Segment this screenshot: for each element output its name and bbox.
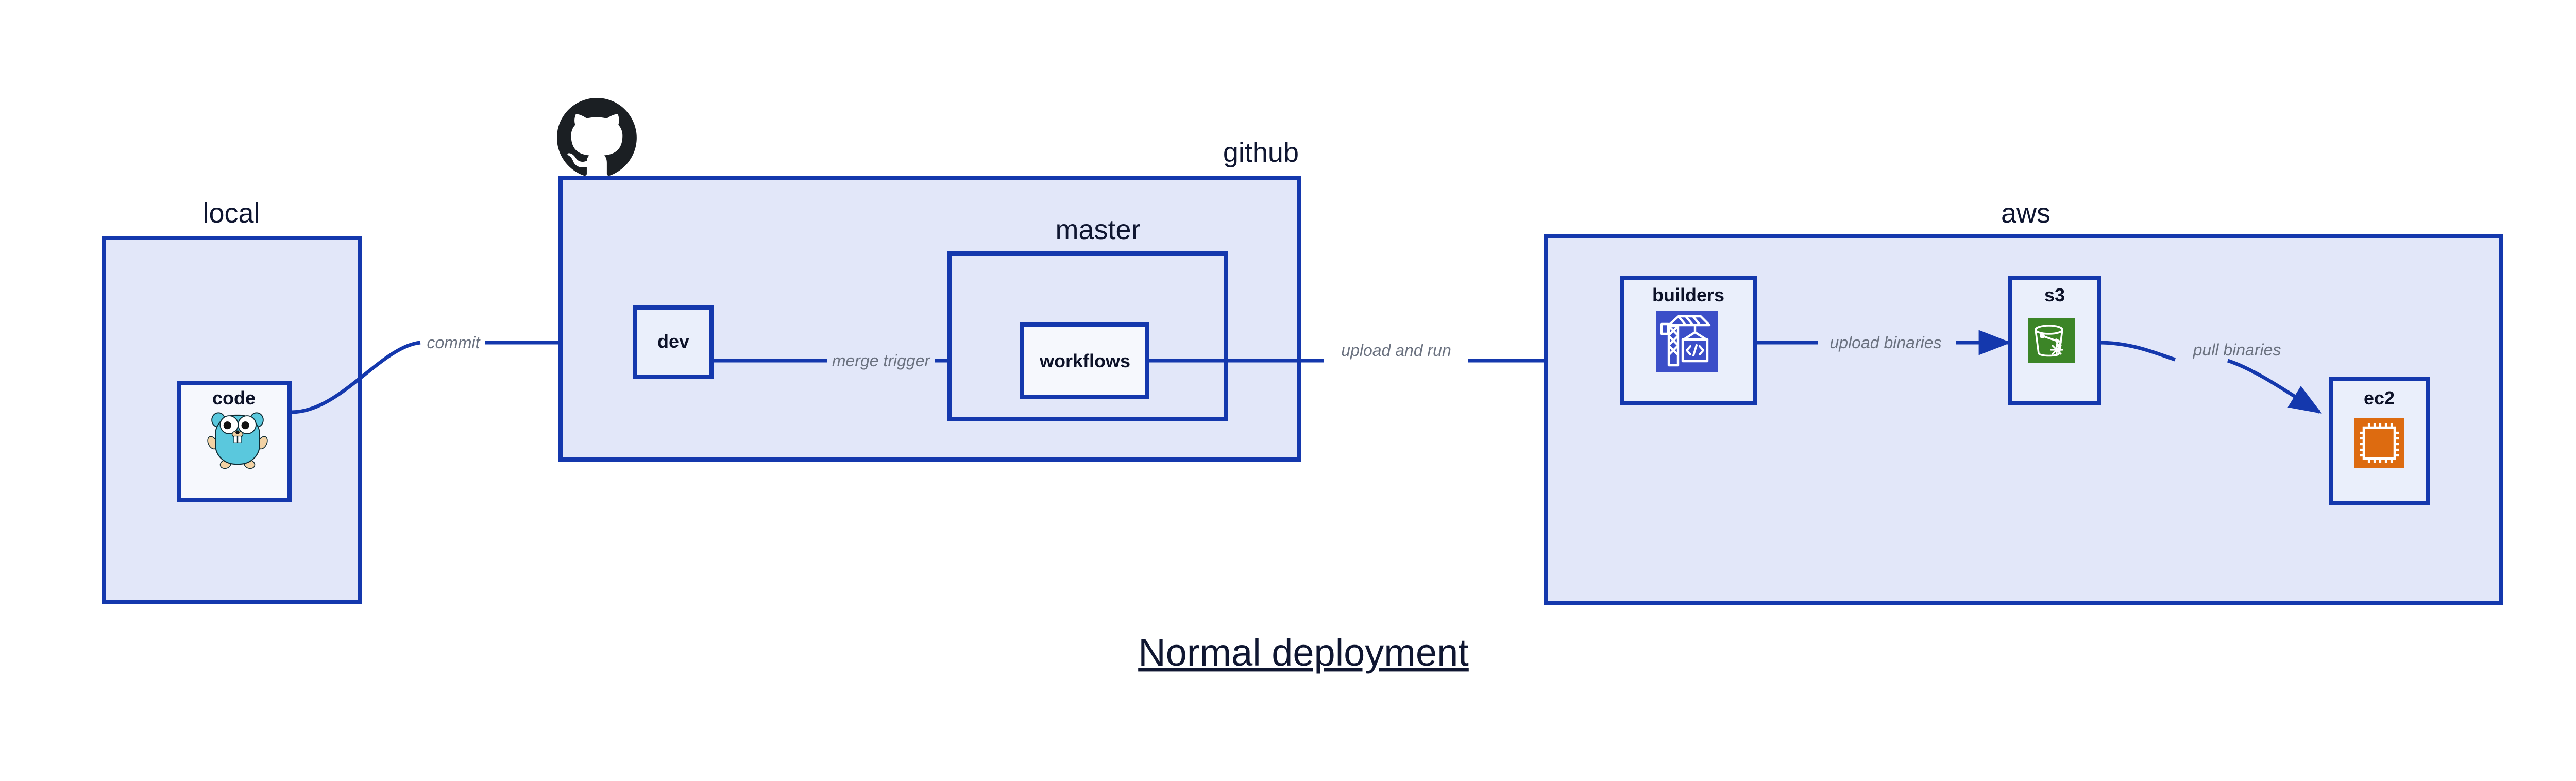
- node-dev-label: dev: [657, 331, 689, 352]
- node-workflows-rect[interactable]: [1020, 322, 1149, 399]
- aws-s3-bucket-icon: [2028, 318, 2075, 363]
- edge-s3-to-ec2-label: pull binaries: [2193, 341, 2281, 359]
- go-gopher-icon: [207, 412, 268, 469]
- node-builders[interactable]: builders: [1620, 276, 1757, 405]
- group-master-label: master: [1055, 214, 1140, 245]
- node-dev[interactable]: dev: [633, 305, 714, 379]
- node-workflows-label: workflows: [1039, 350, 1130, 371]
- node-builders-label: builders: [1652, 284, 1724, 305]
- node-s3-label: s3: [2044, 284, 2065, 305]
- edge-code-to-dev-label: commit: [427, 333, 480, 352]
- edge-workflows-to-builders-label: upload and run: [1341, 341, 1451, 360]
- group-aws-label: aws: [2001, 198, 2050, 229]
- edge-s3-to-ec2: pull binaries: [2098, 341, 2322, 414]
- page-title: Normal deployment: [1138, 631, 1469, 674]
- node-ec2[interactable]: ec2: [2329, 377, 2430, 505]
- github-octocat-logo: [557, 98, 637, 176]
- aws-ec2-chip-icon: [2354, 418, 2404, 468]
- edge-builders-to-s3-label: upload binaries: [1829, 333, 1941, 352]
- group-github-label: github: [1223, 137, 1299, 168]
- node-s3[interactable]: s3: [2008, 276, 2101, 405]
- node-dev-rect[interactable]: [633, 305, 714, 379]
- edge-builders-to-s3: upload binaries: [1755, 330, 2011, 355]
- node-workflows[interactable]: workflows: [1020, 322, 1149, 399]
- node-ec2-label: ec2: [2364, 387, 2395, 409]
- node-code-label: code: [212, 387, 256, 409]
- group-local-label: local: [202, 198, 260, 229]
- node-code[interactable]: code: [177, 381, 292, 502]
- edge-dev-to-workflows-label: merge trigger: [832, 351, 931, 370]
- aws-codebuild-crane-icon: [1656, 311, 1718, 372]
